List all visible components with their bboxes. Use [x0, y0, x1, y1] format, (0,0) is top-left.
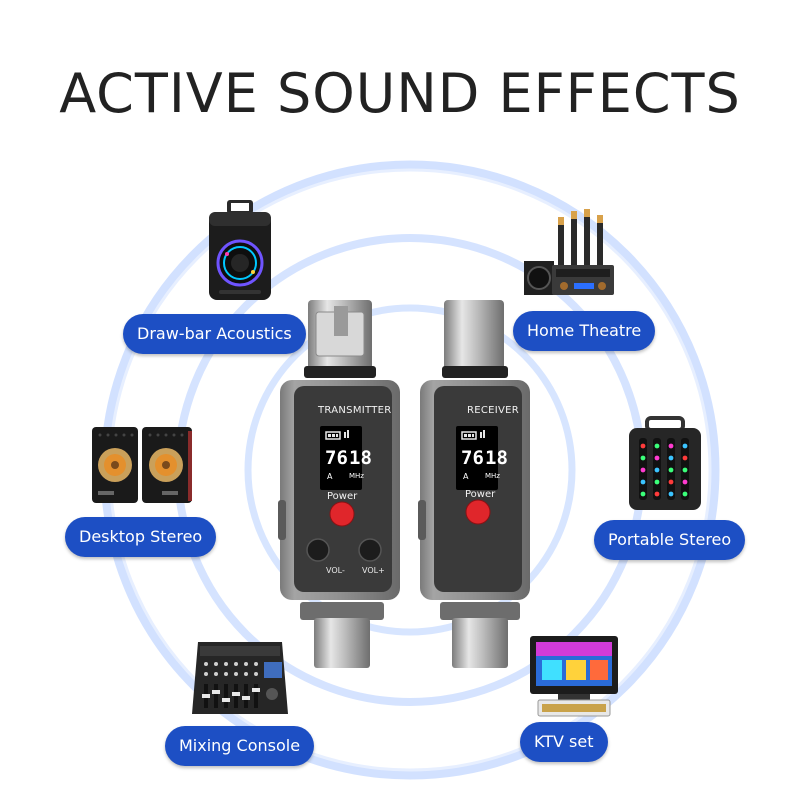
transmitter-power-button[interactable] — [330, 502, 354, 526]
transmitter-display-mhz: MHz — [349, 472, 364, 480]
page-title: ACTIVE SOUND EFFECTS — [59, 62, 741, 125]
drawbar-speaker-image — [209, 200, 271, 300]
transmitter-name: TRANSMITTER — [318, 405, 392, 416]
label-ktv-set: KTV set — [520, 722, 608, 762]
home-theatre-image — [524, 209, 614, 295]
receiver-device — [418, 300, 530, 668]
receiver-name: RECEIVER — [467, 405, 520, 416]
label-desktop-stereo: Desktop Stereo — [65, 517, 217, 557]
receiver-power-button[interactable] — [466, 500, 490, 524]
transmitter-power-label: Power — [327, 491, 358, 502]
transmitter-vol-minus-button[interactable] — [307, 539, 329, 561]
transmitter-device — [278, 300, 400, 668]
transmitter-display-channel: 76 — [325, 447, 348, 469]
label-home-theatre: Home Theatre — [513, 311, 656, 351]
ktv-set-image — [530, 636, 618, 717]
receiver-display-num: 18 — [485, 447, 508, 469]
transmitter-display-a: A — [327, 472, 333, 481]
label-mixing-console: Mixing Console — [165, 726, 315, 766]
wireless-adapter-pair — [278, 300, 530, 668]
receiver-power-label: Power — [465, 489, 496, 500]
transmitter-vol-minus-label: VOL- — [326, 566, 345, 575]
receiver-display-channel: 76 — [461, 447, 484, 469]
transmitter-vol-plus-label: VOL+ — [362, 566, 385, 575]
transmitter-display-num: 18 — [349, 447, 372, 469]
transmitter-vol-plus-button[interactable] — [359, 539, 381, 561]
receiver-display-a: A — [463, 472, 469, 481]
label-drawbar-acoustics: Draw-bar Acoustics — [123, 314, 306, 354]
desktop-stereo-image — [92, 427, 192, 503]
receiver-display-mhz: MHz — [485, 472, 500, 480]
mixing-console-image — [192, 642, 288, 714]
portable-stereo-image — [629, 416, 701, 510]
label-portable-stereo: Portable Stereo — [594, 520, 746, 560]
